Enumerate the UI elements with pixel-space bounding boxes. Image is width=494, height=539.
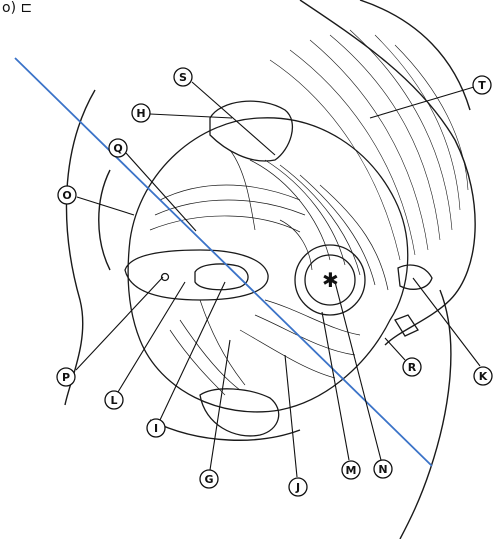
label-S: S [174,68,192,86]
label-L-text: L [110,394,117,407]
leader-O [77,197,134,215]
lower-right-contour [400,290,451,539]
blue-guide-line [15,58,432,466]
ischial-pad-top [210,101,292,161]
buttock-outline [300,0,475,345]
label-S-text: S [179,71,187,84]
urogenital-hiatus-inner [195,264,248,290]
label-M: M [342,461,360,479]
label-P-text: P [62,371,70,384]
label-R: R [403,358,421,376]
leader-Q [126,153,196,231]
label-Q-text: Q [113,142,122,155]
leader-P [76,277,163,370]
leader-I [160,282,225,420]
label-M-text: M [346,464,357,477]
label-J-text: J [295,481,300,494]
label-H: H [132,104,150,122]
ischial-pad-bottom [200,389,279,436]
coccyx-tip [398,265,432,289]
label-Q: Q [109,139,127,157]
urogenital-hiatus-outer [125,250,268,300]
small-bar [395,315,418,336]
corner-marks: o) ⊏ [2,0,32,16]
left-thigh-outline [65,90,95,405]
left-inner-contour [99,170,110,270]
label-G: G [200,470,218,488]
label-I: I [147,419,165,437]
label-L: L [105,391,123,409]
muscle-fibres [150,150,388,395]
leader-T [370,87,474,118]
label-R-text: R [408,361,417,374]
label-N-text: N [378,463,387,476]
label-K: K [474,367,492,385]
label-O: O [58,186,76,204]
label-H-text: H [136,107,145,120]
label-J: J [289,478,307,496]
label-P: P [57,368,75,386]
leader-M [322,312,349,460]
perineal-muscles [125,101,432,436]
leader-R [385,338,405,360]
label-G-text: G [204,473,213,486]
gluteus-fibres [270,30,468,260]
leader-J [285,355,297,477]
label-O-text: O [62,189,71,202]
label-N: N [374,460,392,478]
label-T: T [473,76,491,94]
label-I-text: I [154,422,158,435]
leader-K [413,278,480,366]
label-T-text: T [478,79,486,92]
leader-N [335,282,381,460]
leader-H [150,114,232,118]
label-K-text: K [479,370,488,383]
